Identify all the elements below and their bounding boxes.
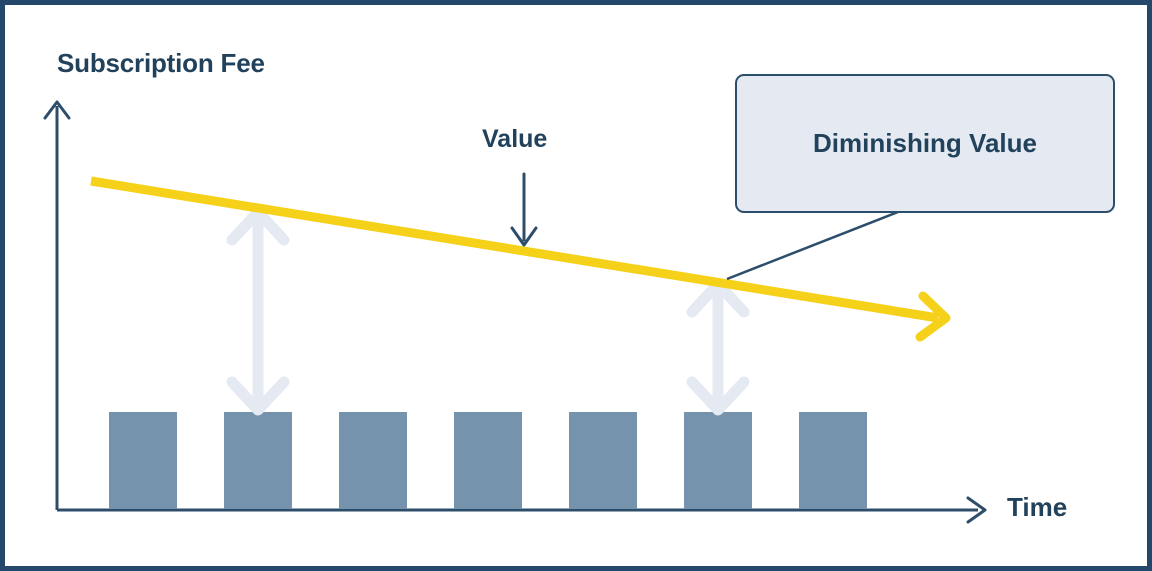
x-axis-label: Time <box>1007 492 1068 522</box>
bar-3 <box>339 412 407 509</box>
callout-label: Diminishing Value <box>813 128 1037 158</box>
bar-group <box>109 412 867 509</box>
value-label: Value <box>482 125 548 153</box>
bar-2 <box>224 412 292 509</box>
y-axis-label: Subscription Fee <box>57 48 265 78</box>
bar-4 <box>454 412 522 509</box>
value-pointer-arrow <box>510 172 538 247</box>
gap-arrow-left <box>226 206 290 416</box>
x-axis-arrow <box>57 496 987 524</box>
bar-7 <box>799 412 867 509</box>
bar-1 <box>109 412 177 509</box>
callout-leader-line <box>726 210 899 281</box>
diminishing-value-callout: Diminishing Value <box>735 74 1115 213</box>
value-line <box>90 176 951 342</box>
y-axis-arrow <box>43 100 71 510</box>
bar-6 <box>684 412 752 509</box>
gap-arrow-right <box>686 278 750 416</box>
bar-5 <box>569 412 637 509</box>
